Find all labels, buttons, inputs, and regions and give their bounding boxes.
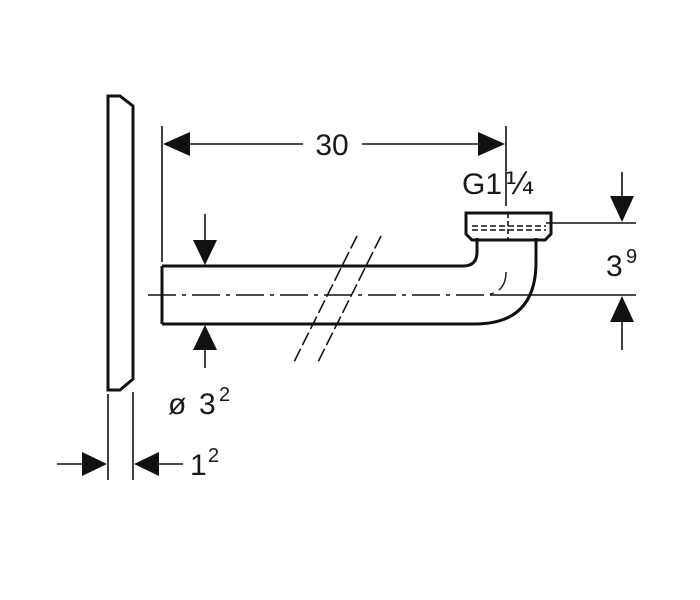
thread-label: G1 ¼ [462,167,534,202]
plate-thickness-dimension [57,392,183,480]
center-line [148,271,507,296]
length-label: 30 [315,129,348,162]
svg-text:¼: ¼ [505,167,534,202]
diameter-dimension [193,214,217,368]
pipe [148,238,538,326]
thread-nut [464,211,553,242]
break-symbol [293,235,382,363]
height-label: 3 9 [606,246,637,283]
wall-plate [106,94,135,392]
diameter-label: ø 3 2 [168,384,230,421]
plate-thickness-label: 1 2 [190,445,219,482]
length-dimension [161,126,507,262]
svg-text:G1: G1 [462,168,502,201]
height-dimension [490,172,636,350]
